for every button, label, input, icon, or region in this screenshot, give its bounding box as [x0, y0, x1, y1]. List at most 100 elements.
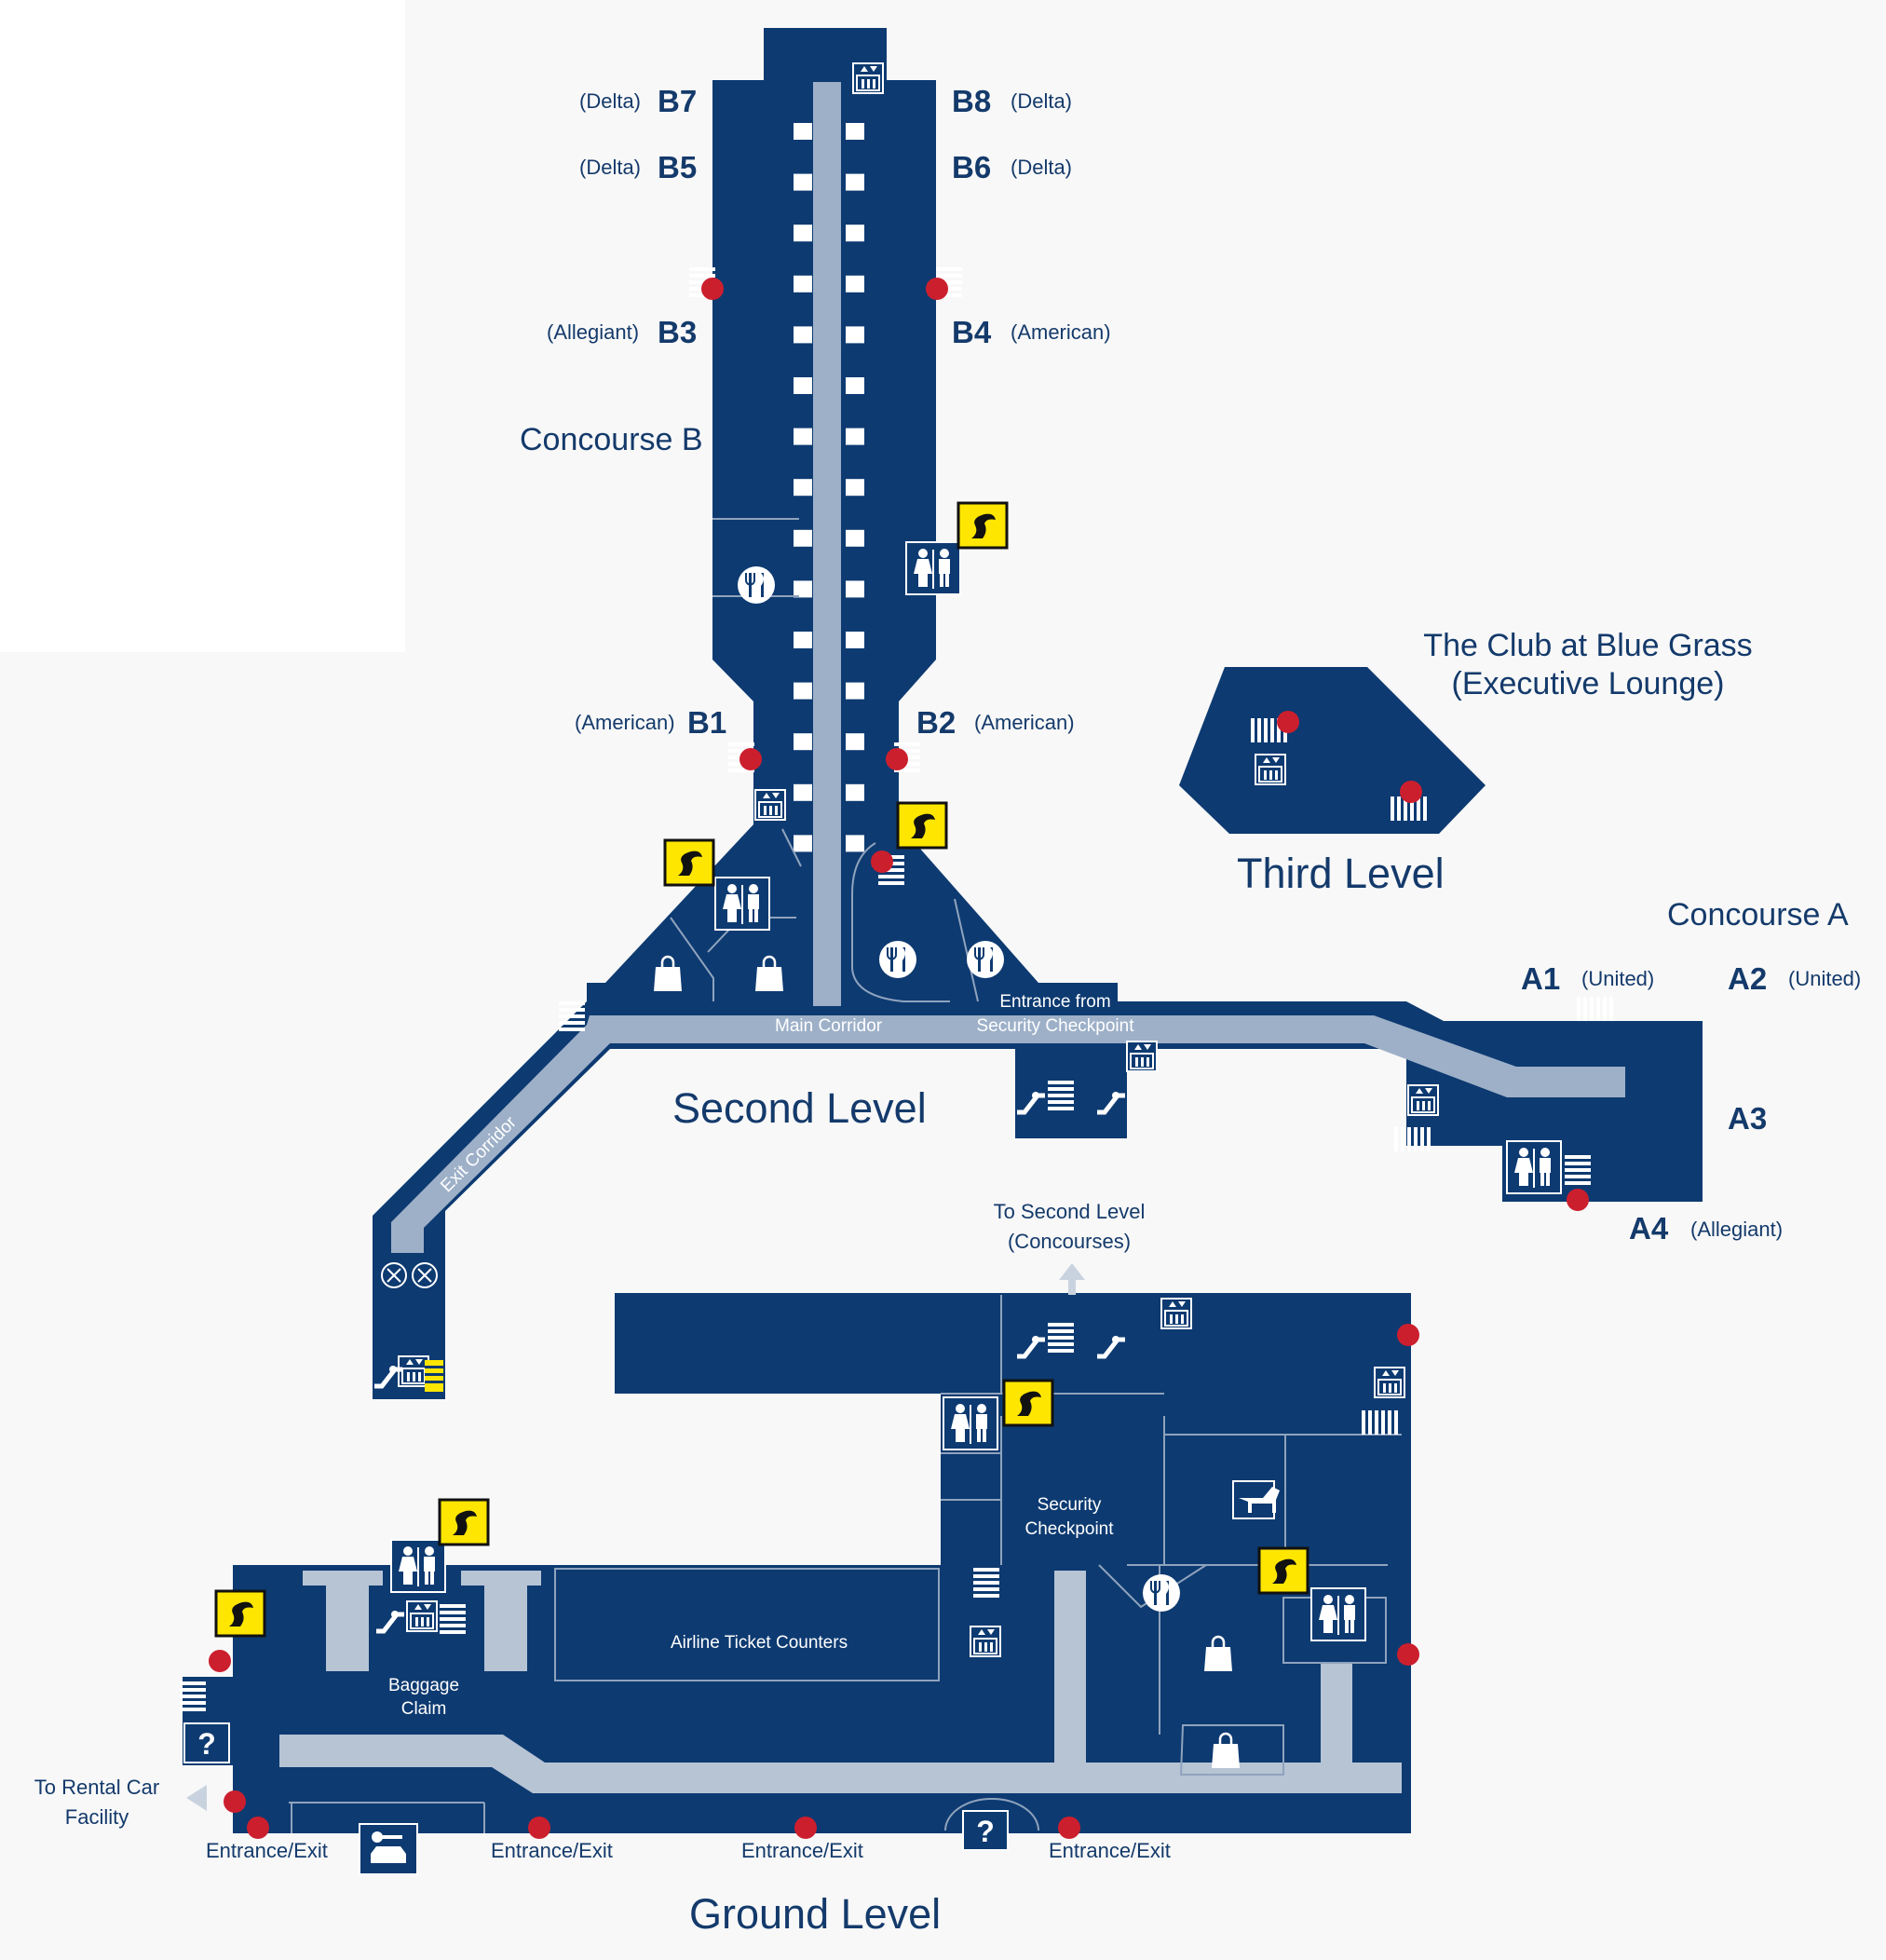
- access-point-dot: [1277, 711, 1299, 733]
- gate-b5-airline: (Delta): [579, 156, 642, 179]
- elevator-icon-club: [1255, 754, 1286, 785]
- gate-b4-airline: (American): [1011, 320, 1111, 344]
- ticket-counters-label: Airline Ticket Counters: [671, 1633, 848, 1653]
- arrow-left-icon: [186, 1785, 207, 1811]
- elevator-icon-concourse-a: [1407, 1084, 1439, 1116]
- access-point-dot: [871, 851, 893, 873]
- pier-window: [846, 428, 864, 445]
- rental-car-label-2: Facility: [64, 1805, 129, 1829]
- pier-window: [846, 529, 864, 547]
- elevator-icon-security: [1126, 1041, 1158, 1072]
- main-corridor-label: Main Corridor: [775, 1016, 883, 1036]
- to-second-level-label-1: To Second Level: [993, 1200, 1146, 1223]
- gate-b2-code: B2: [916, 705, 957, 740]
- pier-window: [846, 733, 864, 751]
- gate-b3-airline: (Allegiant): [547, 320, 640, 344]
- pier-window: [794, 835, 812, 852]
- pier-window: [794, 173, 812, 191]
- pier-window: [846, 173, 864, 191]
- gate-b7-code: B7: [658, 84, 698, 118]
- gate-b7-airline: (Delta): [579, 89, 642, 113]
- club-subtitle-label: (Executive Lounge): [1451, 666, 1725, 701]
- access-point-dot: [739, 748, 762, 770]
- second-level-title: Second Level: [672, 1084, 927, 1132]
- pier-window: [846, 783, 864, 801]
- pier-windows: [794, 123, 864, 852]
- arrow-up-icon: [1059, 1263, 1085, 1295]
- elevator-icon-exit: [398, 1355, 429, 1387]
- wet-floor-warning-icon-ground-east: [1257, 1546, 1309, 1595]
- access-point-dot: [1567, 1189, 1589, 1211]
- access-point-dot: [1397, 1643, 1419, 1666]
- gate-b6-code: B6: [952, 150, 992, 184]
- pier-window: [794, 428, 812, 445]
- gate-a4-code: A4: [1629, 1211, 1669, 1245]
- service-animal-icon: [1232, 1480, 1280, 1519]
- pier-window: [846, 275, 864, 293]
- entrance-security-label-1: Entrance from: [999, 992, 1111, 1012]
- ground-level-title: Ground Level: [689, 1890, 942, 1938]
- pier-window: [846, 225, 864, 242]
- wet-floor-warning-icon-security: [1002, 1379, 1054, 1427]
- pier-window: [846, 479, 864, 497]
- wet-floor-warning-icon-west: [214, 1589, 266, 1638]
- access-point-dot: [224, 1790, 246, 1813]
- baggage-claim-label-2: Claim: [400, 1699, 447, 1719]
- rental-car-icon: [359, 1823, 418, 1875]
- pier-window: [794, 225, 812, 242]
- restroom-icon-a: [1506, 1140, 1562, 1194]
- restroom-icon-baggage: [390, 1539, 446, 1593]
- elevator-icon-baggage: [406, 1600, 438, 1632]
- stairs-icon-exit-yellow: [425, 1360, 443, 1392]
- restroom-icon-ground-security: [943, 1396, 998, 1450]
- entrance-exit-label-2: Entrance/Exit: [491, 1839, 613, 1862]
- gate-b5-code: B5: [658, 150, 698, 184]
- gate-b1-airline: (American): [575, 711, 675, 734]
- pier-window: [846, 632, 864, 648]
- stairs-icon-a1: [1577, 997, 1613, 1021]
- club-lounge-building: [1179, 667, 1486, 834]
- gate-b8-code: B8: [952, 84, 992, 118]
- access-point-dot: [1400, 781, 1422, 803]
- wet-floor-warning-icon-hub-2: [896, 801, 948, 850]
- pier-window: [794, 632, 812, 648]
- gate-b3-code: B3: [658, 315, 698, 349]
- pier-window: [794, 783, 812, 801]
- ground-interior-walls: [289, 1295, 1402, 1833]
- pier-window: [846, 835, 864, 852]
- elevator-icon-ground-2: [1374, 1367, 1405, 1398]
- information-icon-west: [183, 1722, 230, 1763]
- ground-level-corridors: [279, 1571, 1402, 1793]
- pier-window: [846, 682, 864, 700]
- pier-window: [794, 682, 812, 700]
- pier-window: [794, 377, 812, 394]
- pier-window: [846, 377, 864, 394]
- gate-b4-code: B4: [952, 315, 992, 349]
- restroom-icon-b: [905, 541, 961, 595]
- pier-window: [794, 275, 812, 293]
- concourse-a-label: Concourse A: [1667, 897, 1849, 932]
- third-level-title: Third Level: [1237, 850, 1445, 897]
- entrance-exit-label-4: Entrance/Exit: [1049, 1839, 1171, 1862]
- dining-icon-hub-1: [878, 940, 917, 979]
- pier-window: [846, 123, 864, 140]
- gate-b8-airline: (Delta): [1011, 89, 1073, 113]
- pier-window: [794, 580, 812, 598]
- access-point-dot: [528, 1817, 550, 1839]
- dining-icon-hub-2: [966, 940, 1005, 979]
- access-point-dot: [1397, 1324, 1419, 1346]
- wet-floor-warning-icon-hub-1: [663, 838, 715, 887]
- entrance-exit-label-3: Entrance/Exit: [741, 1839, 863, 1862]
- access-point-dot: [247, 1817, 269, 1839]
- pier-window: [794, 529, 812, 547]
- restroom-icon-hub: [714, 877, 770, 931]
- access-points: [209, 278, 1589, 1839]
- pier-window: [794, 733, 812, 751]
- elevator-icon-ground-1: [1160, 1298, 1192, 1329]
- access-point-dot: [1058, 1817, 1080, 1839]
- to-second-level-label-2: (Concourses): [1007, 1230, 1132, 1253]
- restroom-icon-ground-east: [1310, 1587, 1366, 1641]
- gate-b2-airline: (American): [974, 711, 1075, 734]
- access-point-dot: [794, 1817, 817, 1839]
